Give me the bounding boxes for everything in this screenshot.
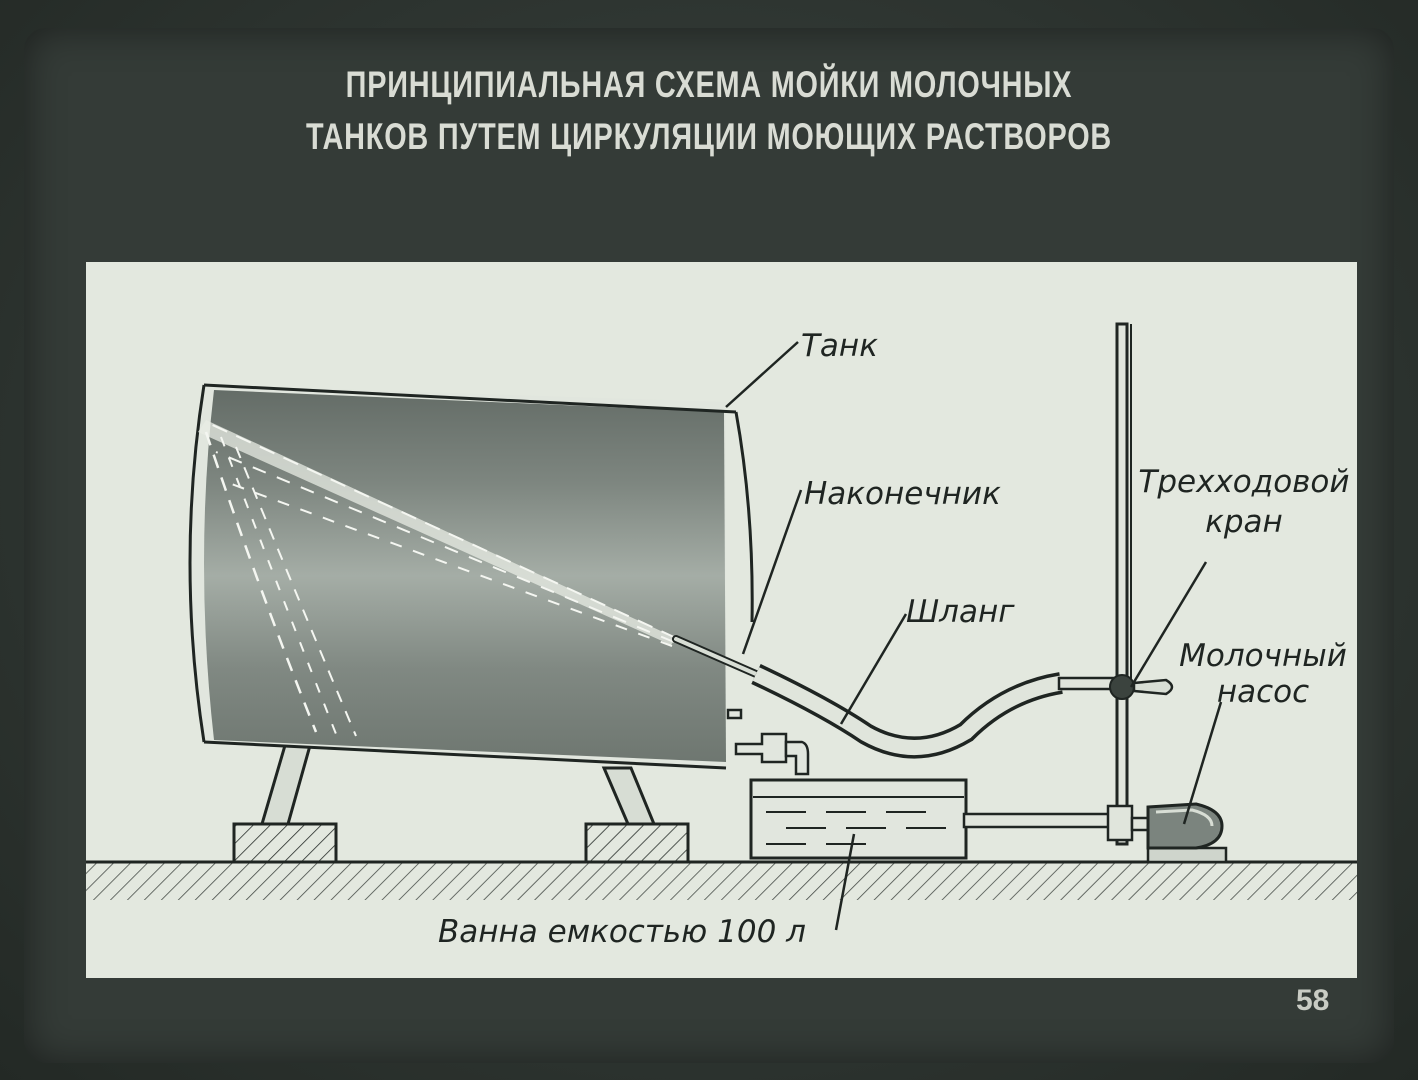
label-nozzle: Наконечник <box>804 476 1001 512</box>
tank <box>188 383 810 776</box>
label-bath: Ванна емкостью 100 л <box>438 914 806 950</box>
bath <box>749 778 968 860</box>
label-pump-line2: насос <box>1217 674 1309 710</box>
label-tank: Танк <box>801 328 878 364</box>
hose <box>672 635 1117 759</box>
tank-foundations <box>232 822 690 864</box>
label-valve-line1: Трехходовой <box>1138 464 1349 500</box>
label-pump-line1: Молочный <box>1179 638 1347 674</box>
milk-pump <box>962 802 1228 864</box>
washing-scheme-diagram: Танк Наконечник Шланг Трехходовой кран М… <box>86 322 1357 950</box>
slide-number: 58 <box>1296 984 1330 1017</box>
diagram-panel: Танк Наконечник Шланг Трехходовой кран М… <box>86 262 1357 978</box>
label-hose: Шланг <box>906 594 1015 630</box>
valve-stand <box>1109 322 1174 846</box>
leader-lines <box>725 341 1223 931</box>
label-valve-line2: кран <box>1205 504 1283 540</box>
title-line-1: ПРИНЦИПИАЛЬНАЯ СХЕМА МОЙКИ МОЛОЧНЫХ <box>345 64 1073 105</box>
title-line-2: ТАНКОВ ПУТЕМ ЦИРКУЛЯЦИИ МОЮЩИХ РАСТВОРОВ <box>305 116 1113 157</box>
ground <box>86 860 1357 900</box>
